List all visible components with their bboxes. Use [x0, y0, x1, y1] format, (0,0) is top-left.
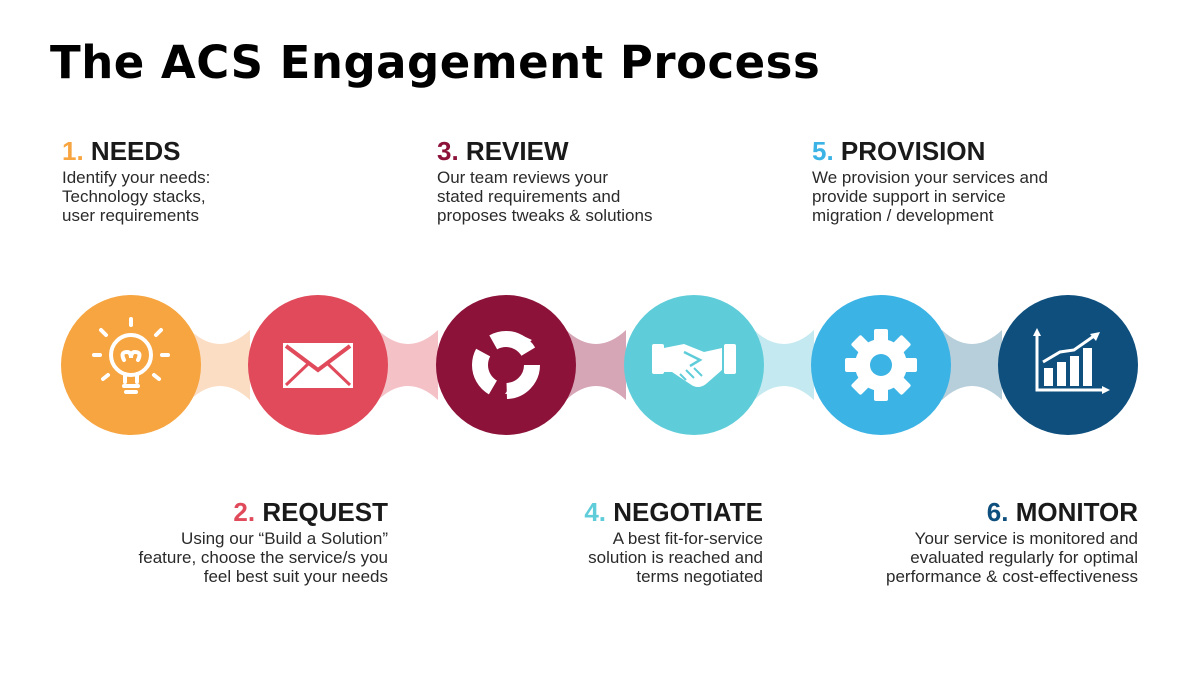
step-review-circle: [436, 295, 576, 435]
step-review-heading: 3. REVIEW: [437, 137, 767, 165]
step-monitor-heading: 6. MONITOR: [808, 498, 1138, 526]
step-monitor-description: Your service is monitored and evaluated …: [808, 529, 1138, 586]
step-needs-text: 1. NEEDS Identify your needs: Technology…: [62, 137, 392, 225]
desc-line: migration / development: [812, 206, 994, 225]
handshake-icon: [652, 344, 736, 387]
step-name: NEGOTIATE: [613, 497, 763, 527]
desc-line: Technology stacks,: [62, 187, 206, 206]
desc-line: Identify your needs:: [62, 168, 211, 187]
step-needs-heading: 1. NEEDS: [62, 137, 392, 165]
step-request-circle: [248, 295, 388, 435]
connector-1-2: [190, 330, 250, 400]
connector-3-4: [566, 330, 626, 400]
desc-line: terms negotiated: [636, 567, 763, 586]
step-provision-circle: [811, 295, 951, 435]
step-number: 1.: [62, 136, 84, 166]
bar-chart-icon: [1033, 328, 1110, 394]
step-review-text: 3. REVIEW Our team reviews your stated r…: [437, 137, 767, 225]
cycle-arrows-icon: [472, 331, 540, 399]
step-monitor-circle: [998, 295, 1138, 435]
desc-line: provide support in service: [812, 187, 1006, 206]
desc-line: We provision your services and: [812, 168, 1048, 187]
step-name: MONITOR: [1015, 497, 1138, 527]
envelope-icon: [283, 343, 353, 388]
desc-line: evaluated regularly for optimal: [910, 548, 1138, 567]
desc-line: performance & cost-effectiveness: [886, 567, 1138, 586]
step-negotiate-text: 4. NEGOTIATE A best fit-for-service solu…: [433, 498, 763, 586]
step-number: 6.: [986, 497, 1009, 527]
step-request-text: 2. REQUEST Using our “Build a Solution” …: [58, 498, 388, 586]
desc-line: Using our “Build a Solution”: [181, 529, 388, 548]
step-name: NEEDS: [90, 136, 181, 166]
desc-line: stated requirements and: [437, 187, 621, 206]
step-number: 2.: [233, 497, 256, 527]
desc-line: A best fit-for-service: [612, 529, 763, 548]
step-number: 5.: [812, 136, 834, 166]
step-number: 3.: [437, 136, 459, 166]
connector-2-3: [378, 330, 438, 400]
step-negotiate-description: A best fit-for-service solution is reach…: [433, 529, 763, 586]
step-negotiate-heading: 4. NEGOTIATE: [433, 498, 763, 526]
process-flow: [61, 295, 1138, 435]
desc-line: solution is reached and: [588, 548, 763, 567]
step-provision-description: We provision your services and provide s…: [812, 168, 1142, 225]
step-request-heading: 2. REQUEST: [58, 498, 388, 526]
connector-4-5: [754, 330, 814, 400]
step-name: REQUEST: [262, 497, 388, 527]
desc-line: Our team reviews your: [437, 168, 608, 187]
step-provision-heading: 5. PROVISION: [812, 137, 1142, 165]
lightbulb-icon: [92, 317, 170, 394]
page-title: The ACS Engagement Process: [50, 36, 821, 89]
step-name: REVIEW: [465, 136, 569, 166]
step-review-description: Our team reviews your stated requirement…: [437, 168, 767, 225]
step-number: 4.: [584, 497, 607, 527]
connector-5-6: [942, 330, 1002, 400]
desc-line: feature, choose the service/s you: [138, 548, 388, 567]
gear-icon: [845, 329, 917, 401]
desc-line: user requirements: [62, 206, 200, 225]
desc-line: feel best suit your needs: [203, 567, 388, 586]
step-monitor-text: 6. MONITOR Your service is monitored and…: [808, 498, 1138, 586]
step-request-description: Using our “Build a Solution” feature, ch…: [58, 529, 388, 586]
step-negotiate-circle: [624, 295, 764, 435]
step-name: PROVISION: [840, 136, 986, 166]
desc-line: Your service is monitored and: [914, 529, 1138, 548]
step-needs-circle: [61, 295, 201, 435]
desc-line: proposes tweaks & solutions: [437, 206, 653, 225]
step-provision-text: 5. PROVISION We provision your services …: [812, 137, 1142, 225]
step-needs-description: Identify your needs: Technology stacks, …: [62, 168, 392, 225]
